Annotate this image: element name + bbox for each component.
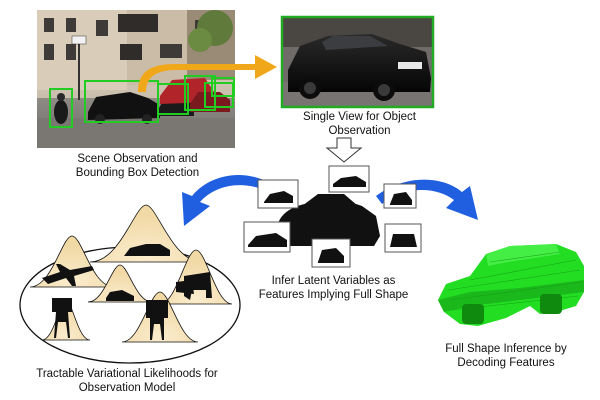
single-view-caption: Single View for Object Observation bbox=[303, 111, 416, 137]
airplane-silhouette-icon bbox=[42, 264, 94, 286]
full-shape-caption: Full Shape Inference by Decoding Feature… bbox=[445, 343, 567, 369]
license-plate bbox=[398, 62, 422, 69]
likelihood-peak bbox=[87, 264, 153, 303]
chair-silhouette-icon bbox=[52, 298, 72, 338]
view-thumbnail bbox=[243, 221, 291, 253]
view-thumbnail bbox=[311, 238, 351, 268]
single-view-photo bbox=[280, 15, 435, 109]
view-thumbnail bbox=[257, 179, 299, 209]
view-thumbnail bbox=[383, 183, 417, 209]
infer-caption: Infer Latent Variables as Features Imply… bbox=[258, 275, 409, 301]
car-silhouette-icon bbox=[124, 244, 170, 256]
detection-box bbox=[49, 88, 73, 128]
detection-box bbox=[184, 75, 216, 111]
view-thumbnail bbox=[384, 223, 422, 253]
scene-to-view-arrow bbox=[138, 55, 277, 92]
car-silhouette-icon bbox=[106, 290, 134, 301]
voxel-car-model bbox=[438, 244, 584, 326]
view-thumbnail bbox=[328, 165, 370, 193]
detection-box bbox=[211, 77, 235, 97]
scene-caption: Scene Observation and Bounding Box Detec… bbox=[75, 153, 200, 179]
view-thumbnails bbox=[243, 165, 422, 268]
left-curved-arrow bbox=[182, 174, 268, 226]
sofa-silhouette-icon bbox=[176, 280, 194, 294]
scene-photo bbox=[37, 10, 235, 148]
likelihood-peak bbox=[89, 204, 203, 263]
central-car-silhouette bbox=[276, 194, 380, 246]
chair-silhouette-icon bbox=[146, 300, 168, 340]
likelihood-peak bbox=[29, 235, 115, 288]
likelihood-caption: Tractable Variational Likelihoods for Ob… bbox=[36, 368, 218, 394]
detection-box bbox=[157, 83, 189, 115]
down-arrow bbox=[325, 137, 363, 163]
likelihood-model bbox=[19, 204, 241, 364]
